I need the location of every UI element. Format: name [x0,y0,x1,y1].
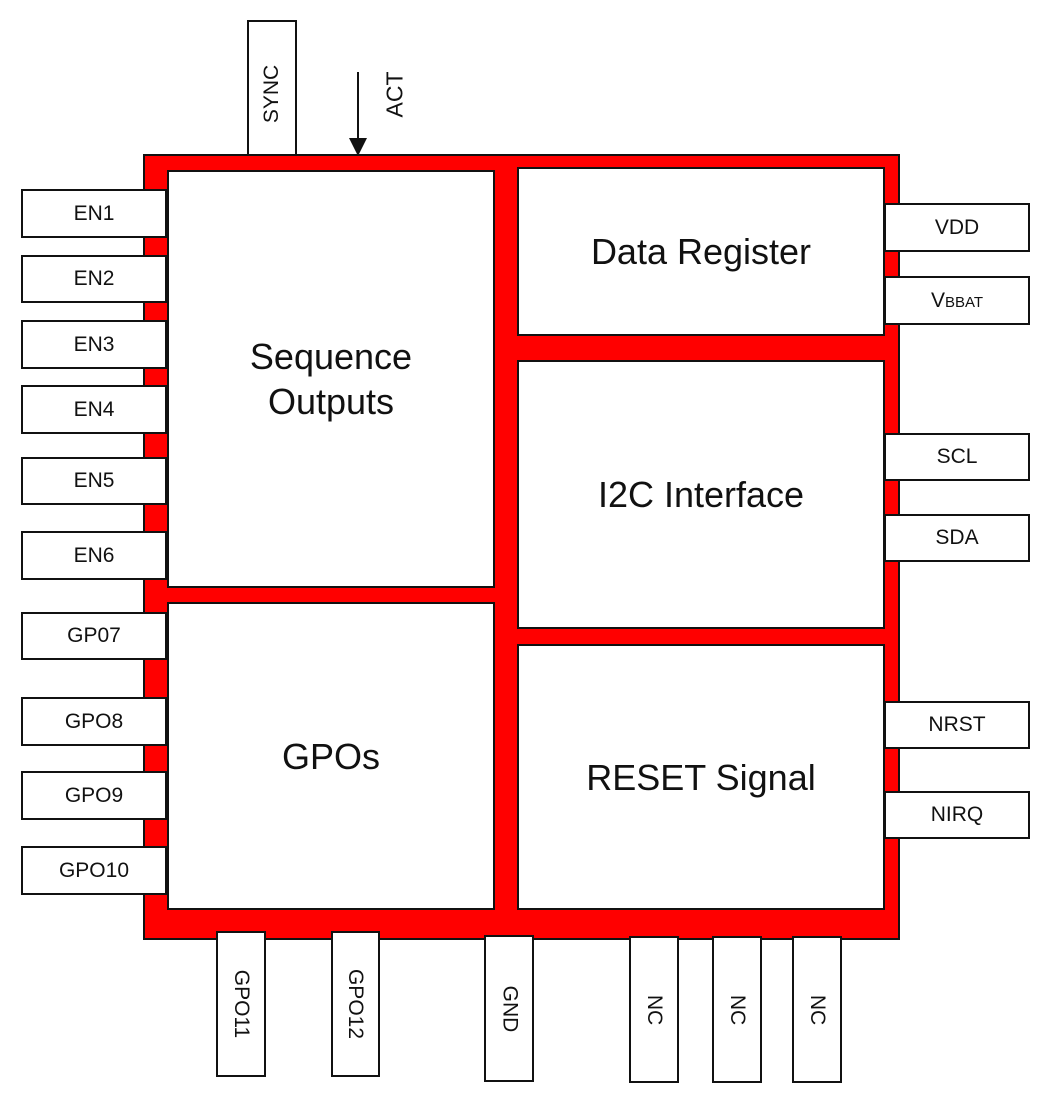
pin-vbbat-sub: BBAT [944,293,984,311]
sequence-outputs-line1: Sequence [249,336,413,377]
pin-en2: EN2 [21,255,167,303]
pin-nc-2: NC [712,936,762,1083]
pin-nrst-label: NRST [928,713,986,736]
act-arrow [349,72,367,156]
pin-nc-3-label: NC [806,994,829,1025]
pin-gpo8-label: GPO8 [64,709,124,733]
pin-gpo12: GPO12 [331,931,380,1077]
pin-nc-2-label: NC [726,994,749,1025]
reset-signal-block: RESET Signal [517,644,885,910]
pin-en5-label: EN5 [73,469,115,492]
reset-signal-label: RESET Signal [586,756,816,798]
pin-en1-label: EN1 [73,201,115,225]
pin-scl: SCL [884,433,1030,481]
pin-act-label: ACT [381,71,408,117]
pin-vbbat-label: VBBAT [931,289,983,313]
pin-vdd: VDD [884,203,1030,252]
gpos-label: GPOs [281,735,380,777]
pin-en3-label: EN3 [73,332,115,356]
sequence-outputs-text: Sequence Outputs [250,334,412,424]
pin-en3: EN3 [21,320,167,369]
pin-gpo11-label: GPO11 [230,969,254,1039]
pin-scl-label: SCL [936,445,978,468]
pin-vbbat: VBBAT [884,276,1030,325]
pin-en6: EN6 [21,531,167,580]
pin-gpo9-label: GPO9 [64,783,124,807]
pin-sync-label: SYNC [260,64,284,123]
pin-gpo12-label: GPO12 [344,968,368,1040]
pin-gpo8: GPO8 [21,697,167,746]
pin-gpo10-label: GPO10 [58,858,130,882]
pin-nc-3: NC [792,936,842,1083]
pin-en5: EN5 [21,457,167,505]
pin-en4: EN4 [21,385,167,434]
pin-en2-label: EN2 [73,267,115,290]
pin-gpo9: GPO9 [21,771,167,820]
pin-sda: SDA [884,514,1030,562]
pin-nirq: NIRQ [884,791,1030,839]
data-register-label: Data Register [590,231,812,272]
pin-nirq-label: NIRQ [930,803,984,826]
sequence-outputs-block: Sequence Outputs [167,170,495,588]
i2c-interface-block: I2C Interface [517,360,885,629]
pin-sda-label: SDA [935,526,979,549]
pin-vdd-label: VDD [934,215,980,239]
pin-en1: EN1 [21,189,167,238]
pin-nrst: NRST [884,701,1030,749]
gpos-block: GPOs [167,602,495,910]
i2c-interface-label: I2C Interface [597,474,805,515]
pin-en6-label: EN6 [73,543,115,567]
pin-nc-1-label: NC [643,994,666,1025]
pin-en4-label: EN4 [73,397,115,421]
sequence-outputs-line2: Outputs [267,381,395,422]
pin-gpo11: GPO11 [216,931,266,1077]
pin-vbbat-main: V [930,288,945,312]
pin-sync: SYNC [247,20,297,167]
data-register-block: Data Register [517,167,885,336]
pin-gnd-label: GND [498,985,522,1032]
pin-act-label-box: ACT [375,64,415,124]
pin-gp07: GP07 [21,612,167,660]
pin-gnd: GND [484,935,534,1082]
pin-nc-1: NC [629,936,679,1083]
pin-gpo10: GPO10 [21,846,167,895]
pin-gp07-label: GP07 [67,624,121,647]
